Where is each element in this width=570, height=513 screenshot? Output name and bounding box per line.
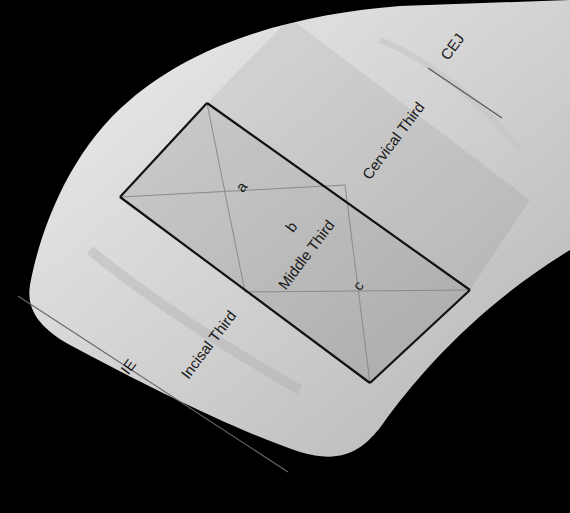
- cej-line: [428, 68, 502, 118]
- tooth-crown: [29, 0, 570, 457]
- third-boundaries: [120, 103, 470, 383]
- incisal-edge-line: [18, 296, 288, 472]
- guide-lines: [120, 103, 470, 383]
- cervical-third-region: [207, 18, 530, 290]
